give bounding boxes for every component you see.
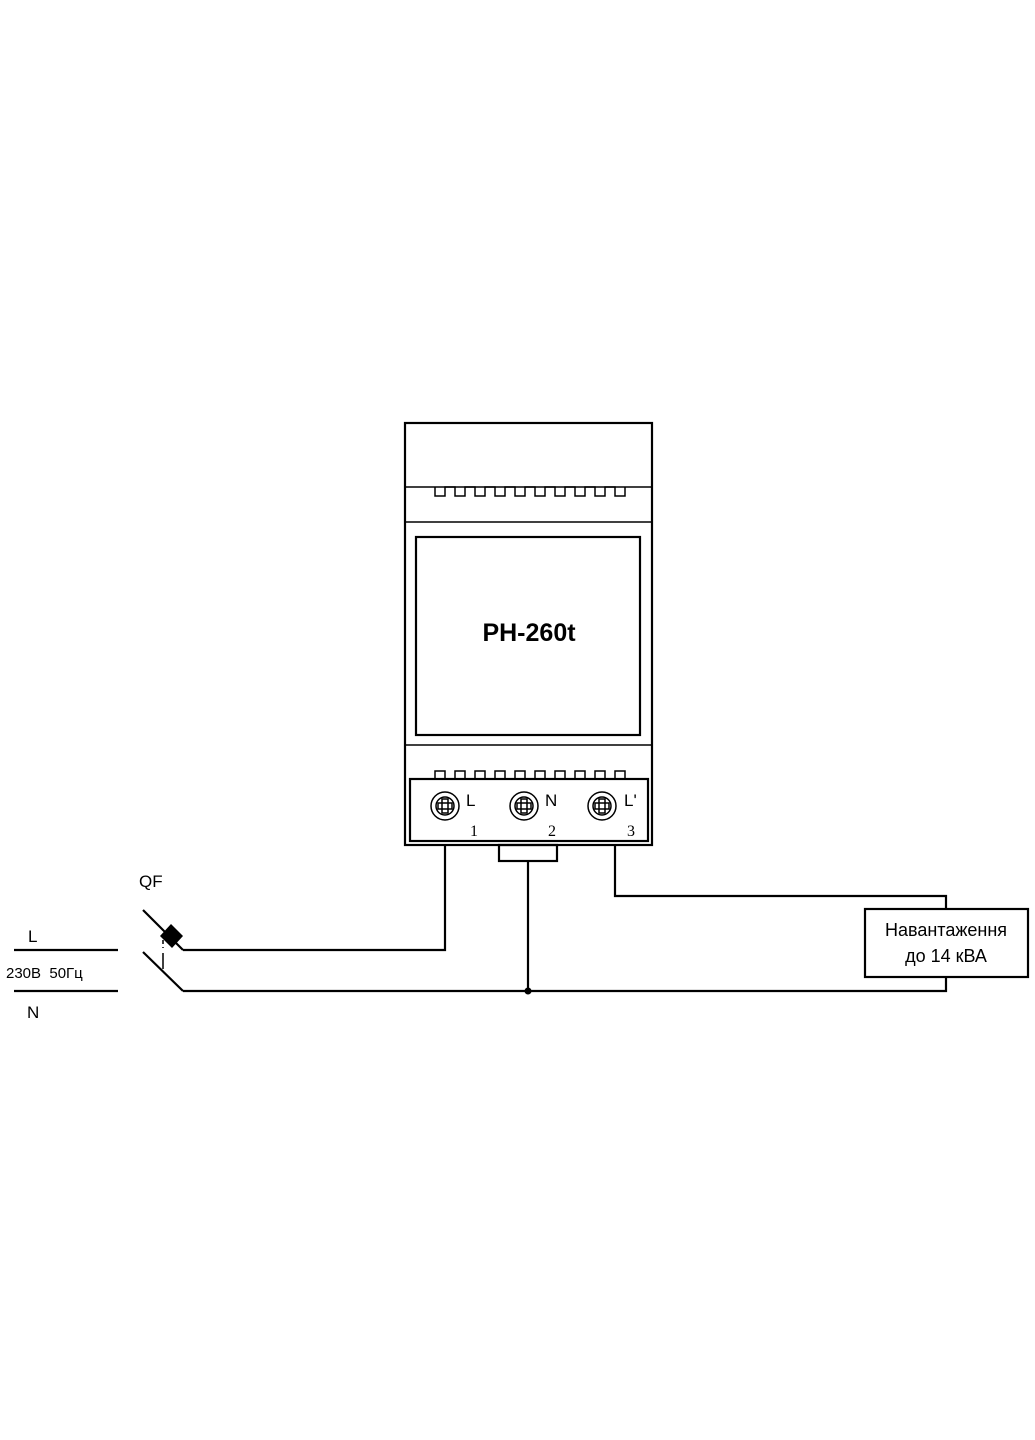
load-label-line2: до 14 кВА xyxy=(905,946,987,966)
wires xyxy=(14,845,948,995)
terminal-3[interactable]: L' 3 xyxy=(587,791,637,840)
line-wire-to-terminal-1 xyxy=(183,845,447,952)
supply-neutral-label: N xyxy=(27,1003,39,1022)
terminal-1[interactable]: L 1 xyxy=(430,791,478,840)
breaker-qf[interactable] xyxy=(142,909,184,992)
screw-icon xyxy=(509,791,539,821)
load-box[interactable]: Навантаження до 14 кВА xyxy=(863,907,1030,979)
junction-dot xyxy=(524,987,532,995)
terminal-3-number: 3 xyxy=(627,823,635,840)
breaker-label: QF xyxy=(139,872,163,891)
neutral-wire xyxy=(183,977,948,993)
load-label-line1: Навантаження xyxy=(885,920,1007,940)
breaker-actuator-icon xyxy=(160,924,183,948)
terminal-2[interactable]: N 2 xyxy=(509,791,557,840)
screw-icon xyxy=(587,791,617,821)
terminal-2-number: 2 xyxy=(548,823,556,840)
terminal-3-label: L' xyxy=(624,791,637,810)
top-vent-teeth xyxy=(434,486,626,497)
screw-icon xyxy=(430,791,460,821)
load-wire-from-terminal-3 xyxy=(613,845,948,909)
supply-line-label: L xyxy=(28,927,37,946)
device-model-label: РН-260t xyxy=(482,619,576,647)
supply-voltage-label: 230В 50Гц xyxy=(6,965,83,982)
terminal-1-number: 1 xyxy=(470,823,478,840)
bottom-vent-teeth xyxy=(434,770,626,780)
terminal-2-label: N xyxy=(545,791,557,810)
terminal-1-label: L xyxy=(466,791,475,810)
